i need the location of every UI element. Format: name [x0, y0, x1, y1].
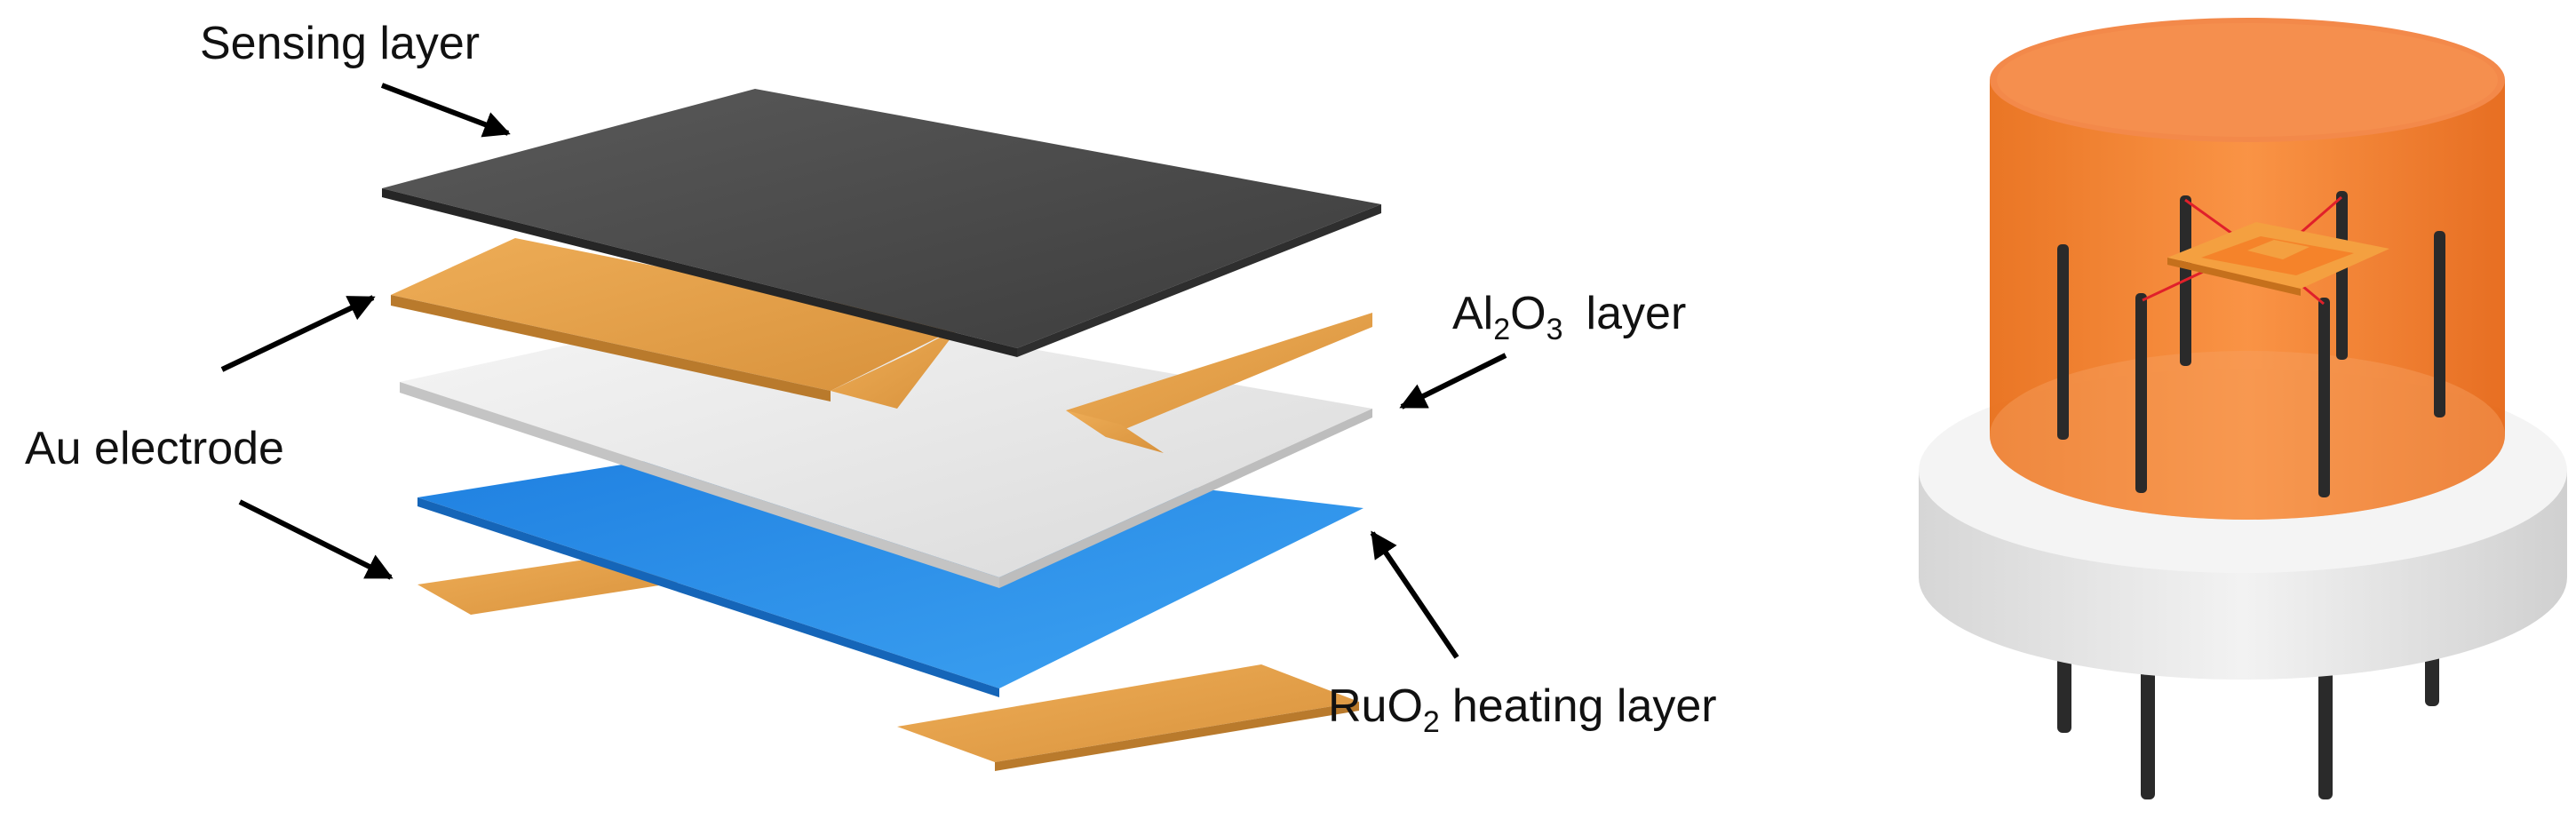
bottom-pins — [2057, 635, 2439, 799]
arrow-ruo2 — [1370, 530, 1459, 659]
label-arrows — [220, 83, 1507, 659]
sensing-layer — [382, 89, 1381, 357]
arrow-sensing — [380, 83, 511, 138]
top-au-electrode — [391, 238, 1372, 453]
packaged-sensor — [1919, 18, 2567, 799]
label-sensing-layer: Sensing layer — [200, 18, 480, 69]
suspended-chip — [2142, 195, 2389, 306]
arrow-al2o3 — [1399, 353, 1507, 410]
arrow-au-top — [220, 295, 376, 372]
label-au-electrode: Au electrode — [25, 423, 284, 474]
internal-pins — [2057, 191, 2445, 497]
orange-housing — [1990, 18, 2505, 520]
layer-stack — [382, 89, 1381, 771]
arrow-au-bottom — [238, 499, 394, 580]
al2o3-layer — [400, 302, 1372, 588]
